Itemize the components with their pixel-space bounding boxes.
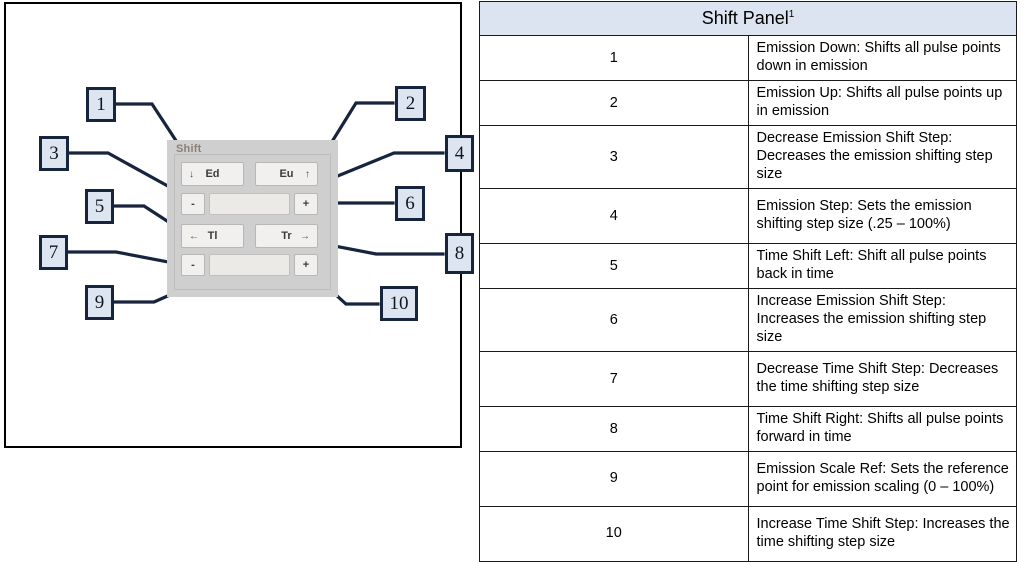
- figure-panel: Shift ↓ Ed Eu ↑ - + ← Tl Tr → -: [4, 2, 474, 448]
- shift-group-frame: [174, 154, 331, 290]
- row-number: 6: [479, 287, 749, 352]
- row-description: Decrease Emission Shift Step: Decreases …: [747, 124, 1017, 189]
- table-row: 5 Time Shift Left: Shift all pulse point…: [479, 242, 1017, 289]
- callout-2: 2: [395, 86, 426, 121]
- time-shift-right-label: Tr: [281, 230, 292, 242]
- time-shift-left-label: Tl: [207, 230, 218, 242]
- emission-scale-ref-field[interactable]: [209, 254, 290, 276]
- row-description: Emission Scale Ref: Sets the reference p…: [747, 450, 1017, 507]
- row-number: 1: [479, 35, 749, 81]
- table-row: 4 Emission Step: Sets the emission shift…: [479, 187, 1017, 244]
- row-description: Increase Emission Shift Step: Increases …: [747, 287, 1017, 352]
- table-title-footnote: 1: [788, 8, 795, 20]
- leader-line-8: [322, 242, 445, 256]
- callout-5: 5: [85, 189, 114, 224]
- callout-8: 8: [445, 233, 474, 274]
- table-body: 1 Emission Down: Shifts all pulse points…: [479, 35, 1017, 562]
- table-row: 9 Emission Scale Ref: Sets the reference…: [479, 450, 1017, 507]
- decrease-emission-step-button[interactable]: -: [181, 193, 205, 215]
- decrease-time-step-button[interactable]: -: [181, 254, 205, 276]
- callout-6: 6: [395, 186, 425, 221]
- row-description: Emission Down: Shifts all pulse points d…: [747, 35, 1017, 81]
- emission-down-button[interactable]: ↓ Ed: [181, 162, 244, 186]
- callout-7: 7: [39, 235, 68, 270]
- row-description: Time Shift Left: Shift all pulse points …: [747, 242, 1017, 289]
- row-number: 8: [479, 405, 749, 452]
- leader-line-7: [64, 250, 186, 267]
- emission-step-field[interactable]: [209, 193, 290, 215]
- emission-up-label: Eu: [279, 168, 294, 180]
- time-shift-left-button[interactable]: ← Tl: [181, 224, 244, 248]
- leader-line-3: [65, 151, 187, 198]
- callout-9: 9: [85, 285, 114, 320]
- time-shift-right-button[interactable]: Tr →: [255, 224, 318, 248]
- table-row: 6 Increase Emission Shift Step: Increase…: [479, 287, 1017, 352]
- increase-time-step-button[interactable]: +: [294, 254, 318, 276]
- table-row: 3 Decrease Emission Shift Step: Decrease…: [479, 124, 1017, 189]
- emission-down-label: Ed: [205, 168, 220, 180]
- table-title-cell: Shift Panel1: [479, 1, 1017, 36]
- row-description: Emission Up: Shifts all pulse points up …: [747, 79, 1017, 126]
- callout-1: 1: [86, 87, 116, 122]
- row-number: 3: [479, 124, 749, 189]
- table-row: 7 Decrease Time Shift Step: Decreases th…: [479, 350, 1017, 407]
- callout-10: 10: [380, 286, 418, 321]
- table-header-row: Shift Panel1: [479, 1, 1017, 36]
- shift-panel-legend-table: Shift Panel1 1 Emission Down: Shifts all…: [479, 1, 1017, 562]
- increase-emission-step-button[interactable]: +: [294, 193, 318, 215]
- table-row: 10 Increase Time Shift Step: Increases t…: [479, 505, 1017, 562]
- row-description: Time Shift Right: Shifts all pulse point…: [747, 405, 1017, 452]
- row-number: 2: [479, 79, 749, 126]
- table-row: 1 Emission Down: Shifts all pulse points…: [479, 35, 1017, 81]
- row-description: Decrease Time Shift Step: Decreases the …: [747, 350, 1017, 407]
- callout-4: 4: [445, 135, 474, 172]
- arrow-right-icon: →: [300, 230, 310, 242]
- arrow-up-icon: ↑: [305, 168, 310, 180]
- row-description: Emission Step: Sets the emission shiftin…: [747, 187, 1017, 244]
- arrow-left-icon: ←: [189, 230, 199, 242]
- shift-group-title: Shift: [176, 143, 202, 155]
- row-description: Increase Time Shift Step: Increases the …: [747, 505, 1017, 562]
- table-row: 8 Time Shift Right: Shifts all pulse poi…: [479, 405, 1017, 452]
- emission-up-button[interactable]: Eu ↑: [255, 162, 318, 186]
- table-header: Shift Panel1: [479, 1, 1017, 36]
- figure-with-legend-page: Shift ↓ Ed Eu ↑ - + ← Tl Tr → -: [4, 1, 1017, 562]
- arrow-down-icon: ↓: [189, 168, 194, 180]
- shift-panel-widget: Shift ↓ Ed Eu ↑ - + ← Tl Tr → -: [167, 140, 338, 297]
- row-number: 4: [479, 187, 749, 244]
- row-number: 10: [479, 505, 749, 562]
- row-number: 9: [479, 450, 749, 507]
- row-number: 5: [479, 242, 749, 289]
- table-title: Shift Panel: [701, 7, 789, 28]
- table-row: 2 Emission Up: Shifts all pulse points u…: [479, 79, 1017, 126]
- row-number: 7: [479, 350, 749, 407]
- callout-3: 3: [39, 136, 69, 171]
